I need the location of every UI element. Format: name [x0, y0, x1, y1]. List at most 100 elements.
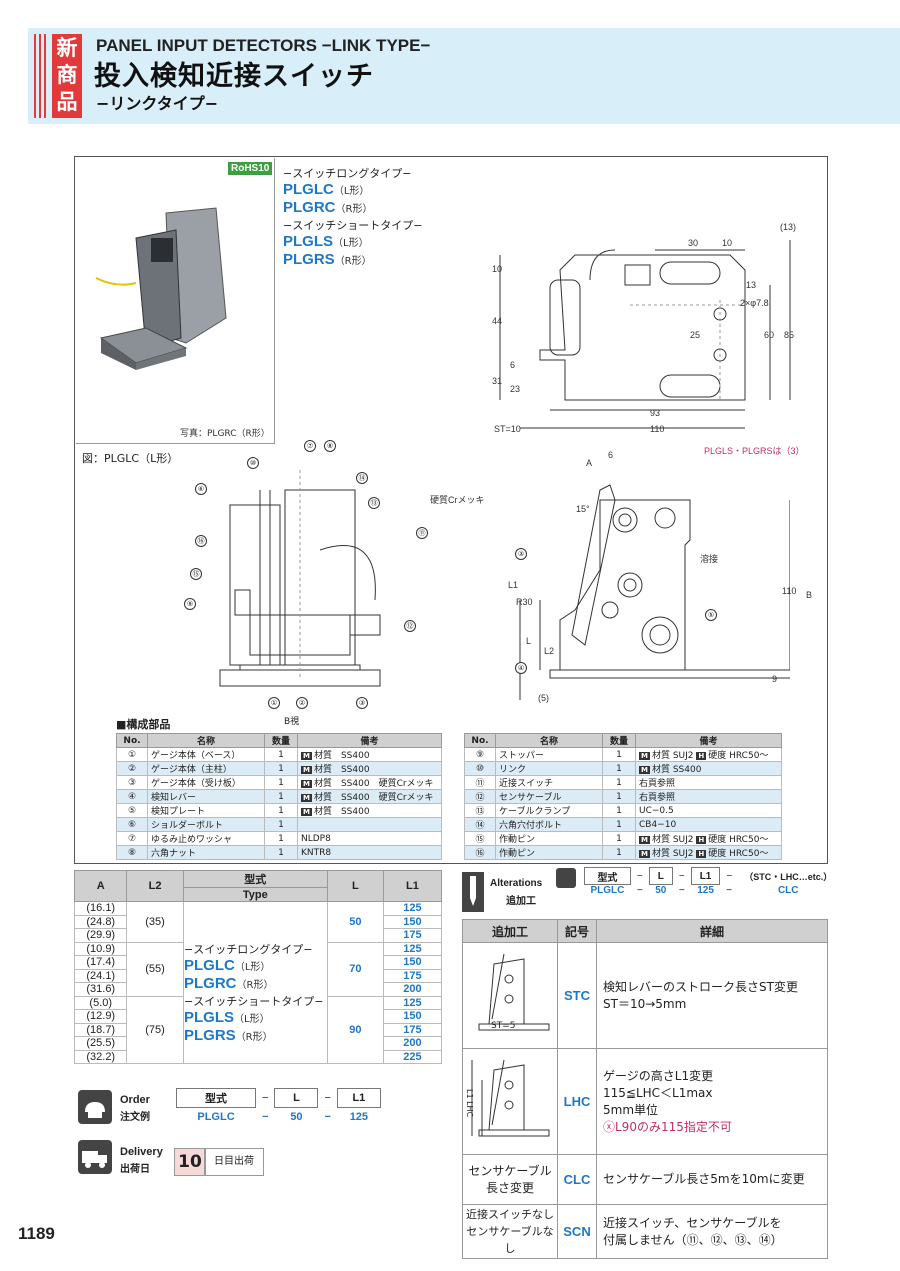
part-qty: 1 [602, 789, 636, 804]
spec-a: (31.6) [73, 982, 128, 997]
part-no: ⑮ [464, 831, 496, 846]
japanese-subtitle: −リンクタイプ− [96, 94, 219, 113]
dim-85: 85 [784, 330, 795, 340]
spec-col-a: A [73, 870, 128, 902]
alt-stc-detail-line: ST＝10→5mm [603, 996, 687, 1011]
part-name: 六角穴付ボルト [495, 817, 603, 832]
long-type-label: −スイッチロングタイプ− [283, 167, 412, 180]
order-value-cell: − [324, 1110, 331, 1123]
hardness-mark: H [696, 836, 707, 844]
alt-code-value-cell: 50 [655, 885, 667, 896]
callout-6: ⑥ [195, 483, 207, 495]
alt-lhc-detail-line: 115≦LHC＜L1max [603, 1085, 713, 1100]
alt-code-header-cell: − [726, 870, 733, 882]
spec-l1: 150 [382, 955, 443, 970]
spec-l1: 175 [382, 968, 443, 983]
plgls-note: PLGLS・PLGRSは（3） [704, 446, 805, 456]
part-name: ゲージ本体（受け板） [147, 775, 265, 790]
callout-3b: ③ [515, 548, 527, 560]
spec-a: (32.2) [73, 1049, 128, 1064]
part-name: ゆるみ止めワッシャ [147, 831, 265, 846]
weld-label: 溶接 [700, 554, 719, 564]
alt-lhc-detail-line: ⓧL90のみ115指定不可 [603, 1119, 732, 1134]
alt-stc-detail-line: 検知レバーのストローク長さST変更 [603, 979, 798, 994]
order-value-cell: 125 [349, 1111, 369, 1123]
part-name: 近接スイッチ [495, 775, 603, 790]
part-name: ケーブルクランプ [495, 803, 603, 818]
callout-9: ⑨ [184, 598, 196, 610]
col-no: No. [464, 733, 496, 748]
material-mark: M [301, 780, 312, 788]
spec-col-type-jp: 型式 [182, 870, 328, 888]
spec-a: (16.1) [73, 901, 128, 916]
part-no: ⑫ [464, 789, 496, 804]
dim-13: 13 [746, 280, 757, 290]
dim-b: B [806, 590, 813, 600]
part-no: ④ [116, 789, 148, 804]
dim-44: 44 [492, 316, 503, 326]
delivery-truck-icon [78, 1140, 112, 1174]
callout-13: ⑬ [368, 497, 380, 509]
front-view-drawing [519, 484, 790, 700]
callout-11: ⑪ [416, 527, 428, 539]
alt-scn-label: 近接スイッチなし センサケーブルなし [462, 1204, 558, 1259]
alterations-table: 追加工 記号 詳細 ST=5 STC 検知レバーのストローク長さST変更 ST＝… [462, 919, 828, 1259]
alterations-label-jp: 追加工 [506, 896, 536, 907]
alt-code-value-cell: − [726, 884, 732, 896]
header-stripes [34, 34, 48, 118]
order-header-cell: L1 [336, 1088, 381, 1108]
part-qty: 1 [264, 845, 298, 860]
spec-row: (18.7) 175 [73, 1022, 443, 1037]
spec-a: (10.9) [73, 941, 128, 956]
alt-code-header-cell: L1 [690, 867, 721, 885]
spec-a: (18.7) [73, 1022, 128, 1037]
part-name: センサケーブル [495, 789, 603, 804]
spec-l1: 175 [382, 1022, 443, 1037]
dim-hole: 2×φ7.8 [740, 298, 769, 308]
col-qty: 数量 [264, 733, 298, 748]
dim-25: 25 [690, 330, 701, 340]
alterations-label-en: Alterations [490, 878, 543, 889]
dim-l2: L2 [544, 646, 555, 656]
dim-l1: L1 [508, 580, 519, 590]
part-name: ストッパー [495, 747, 603, 762]
alt-clc-label: センサケーブル 長さ変更 [462, 1154, 558, 1205]
new-product-badge-text: 新商品 [56, 36, 78, 114]
alt-row-stc: ST=5 STC 検知レバーのストローク長さST変更 ST＝10→5mm [462, 942, 828, 1049]
order-header-cell: L [274, 1088, 319, 1108]
alt-scn-detail-line: 付属しません（⑪、⑫、⑬、⑭） [603, 1232, 783, 1247]
alt-lhc-detail-line: ゲージの高さL1変更 [603, 1068, 714, 1083]
parts-title: ■構成部品 [116, 718, 171, 731]
alt-code-header-cell: − [678, 870, 685, 882]
dim-93: 93 [650, 408, 661, 418]
spec-a: (17.4) [73, 955, 128, 970]
alt-col-item: 追加工 [462, 919, 558, 943]
page-number: 1189 [18, 1224, 55, 1243]
lhc-diagram [471, 1059, 550, 1137]
spec-l1: 175 [382, 928, 443, 943]
alt-clc-symbol: CLC [557, 1154, 597, 1205]
part-qty: 1 [264, 817, 298, 832]
spec-code-plgrs: PLGRS（R形） [184, 1027, 273, 1044]
spec-row: (24.8)150 [73, 914, 443, 929]
spec-l2: (55) [126, 941, 184, 997]
part-qty: 1 [602, 747, 636, 762]
part-qty: 1 [602, 803, 636, 818]
part-name: 検知レバー [147, 789, 265, 804]
callout-8: ⑧ [324, 440, 336, 452]
callout-3: ③ [356, 697, 368, 709]
callout-14: ⑭ [356, 472, 368, 484]
callout-12: ⑫ [404, 620, 416, 632]
